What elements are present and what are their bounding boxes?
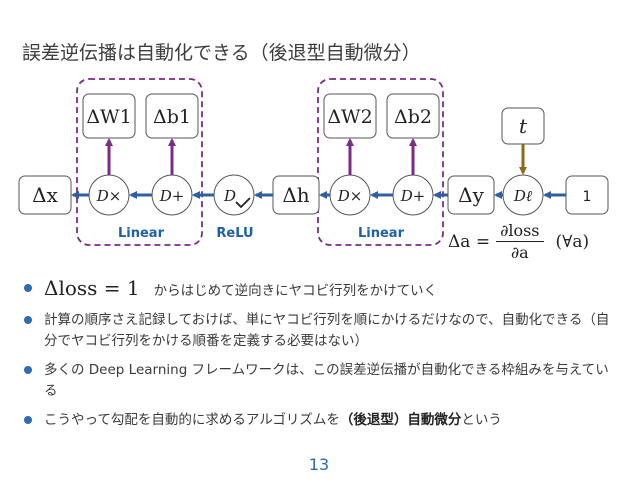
dmul1-label: D× — [96, 187, 122, 205]
linear2-group-box — [317, 78, 444, 246]
drelu-label: D — [223, 187, 236, 205]
bullet-item: Δloss = 1 からはじめて逆向きにヤコビ行列をかけていく — [22, 278, 622, 302]
dx-label: Δx — [32, 183, 58, 207]
bullet-bold-term: （後退型）自動微分 — [339, 412, 462, 428]
bullet-dot-icon — [24, 316, 32, 324]
relu-mark-icon — [235, 197, 251, 209]
gradient-definition-formula: Δa = ∂loss ∂a (∀a) — [448, 221, 589, 262]
dplus2-label: D+ — [400, 187, 426, 205]
db2-label: Δb2 — [394, 106, 432, 128]
dloss-label: Dℓ — [513, 187, 532, 205]
linear2-label: Linear — [358, 226, 405, 241]
db1-label: Δb1 — [153, 106, 191, 128]
bullet-text-before: こうやって勾配を自動的に求めるアルゴリズムを — [44, 412, 340, 428]
bullet-math: Δloss = 1 — [44, 276, 140, 300]
formula-denominator: ∂a — [510, 243, 529, 262]
formula-numerator: ∂loss — [496, 221, 544, 242]
page-title: 誤差逆伝播は自動化できる（後退型自動微分） — [22, 42, 421, 64]
bullet-item: こうやって勾配を自動的に求めるアルゴリズムを（後退型）自動微分という — [22, 410, 622, 431]
bullet-text: 多くの Deep Learning フレームワークは、この誤差逆伝播が自動化でき… — [44, 362, 609, 399]
dW1-label: ΔW1 — [86, 106, 131, 128]
linear1-label: Linear — [118, 226, 165, 241]
one-label: 1 — [583, 189, 592, 205]
page-number: 13 — [308, 455, 330, 474]
dy-label: Δy — [458, 183, 484, 207]
dmul2-label: D× — [337, 187, 363, 205]
relu-label: ReLU — [216, 226, 253, 241]
bullet-item: 多くの Deep Learning フレームワークは、この誤差逆伝播が自動化でき… — [22, 360, 622, 402]
dplus1-label: D+ — [159, 187, 185, 205]
bullet-dot-icon — [24, 366, 32, 374]
formula-fraction: ∂loss ∂a — [496, 221, 544, 262]
bullet-text: 計算の順序さえ記録しておけば、単にヤコビ行列を順にかけるだけなので、自動化できる… — [44, 312, 610, 349]
bullet-list: Δloss = 1 からはじめて逆向きにヤコビ行列をかけていく 計算の順序さえ記録… — [22, 278, 622, 439]
bullet-dot-icon — [24, 416, 32, 424]
dh-label: Δh — [282, 183, 309, 207]
bullet-text-after: という — [461, 412, 502, 428]
formula-lhs: Δa = — [448, 231, 491, 252]
bullet-item: 計算の順序さえ記録しておけば、単にヤコビ行列を順にかけるだけなので、自動化できる… — [22, 310, 622, 352]
linear1-group-box — [76, 78, 203, 246]
backprop-diagram: ΔW1 Δb1 ΔW2 Δb2 t Δx Δh Δy 1 D× D+ D D× … — [18, 78, 609, 246]
bullet-dot-icon — [24, 284, 32, 292]
bullet-text: からはじめて逆向きにヤコビ行列をかけていく — [153, 283, 438, 299]
target-label: t — [519, 114, 528, 138]
formula-qualifier: (∀a) — [555, 231, 590, 252]
dW2-label: ΔW2 — [327, 106, 372, 128]
